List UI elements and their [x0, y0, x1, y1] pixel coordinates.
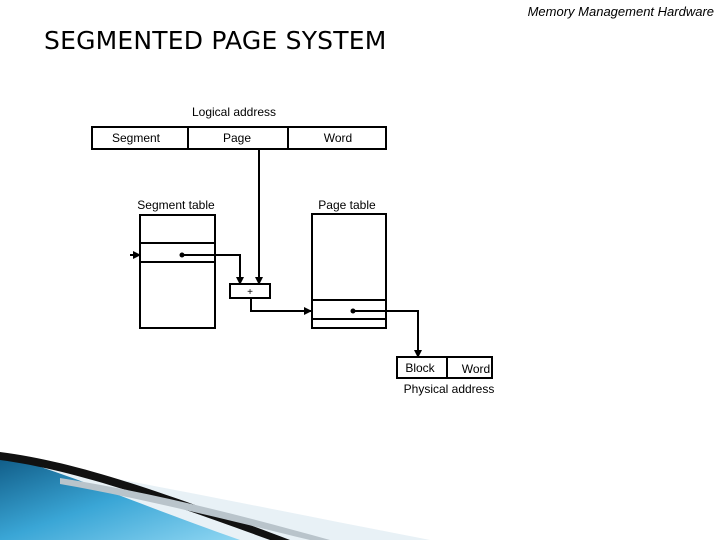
- segment-table-label: Segment table: [137, 198, 215, 212]
- page-table-entry: [312, 300, 386, 319]
- physical-block-label: Block: [405, 361, 435, 375]
- segment-field-label: Segment: [112, 131, 161, 145]
- logical-address-label: Logical address: [192, 105, 276, 119]
- segment-table: [140, 215, 215, 328]
- page-field-label: Page: [223, 131, 251, 145]
- physical-word-label: Word: [462, 362, 490, 376]
- adder-symbol: +: [247, 287, 253, 298]
- word-field-label: Word: [324, 131, 352, 145]
- segment-table-entry: [140, 243, 215, 262]
- physical-address-label: Physical address: [404, 382, 495, 396]
- adder-to-page-table-line: [251, 298, 311, 311]
- page-table-label: Page table: [318, 198, 376, 212]
